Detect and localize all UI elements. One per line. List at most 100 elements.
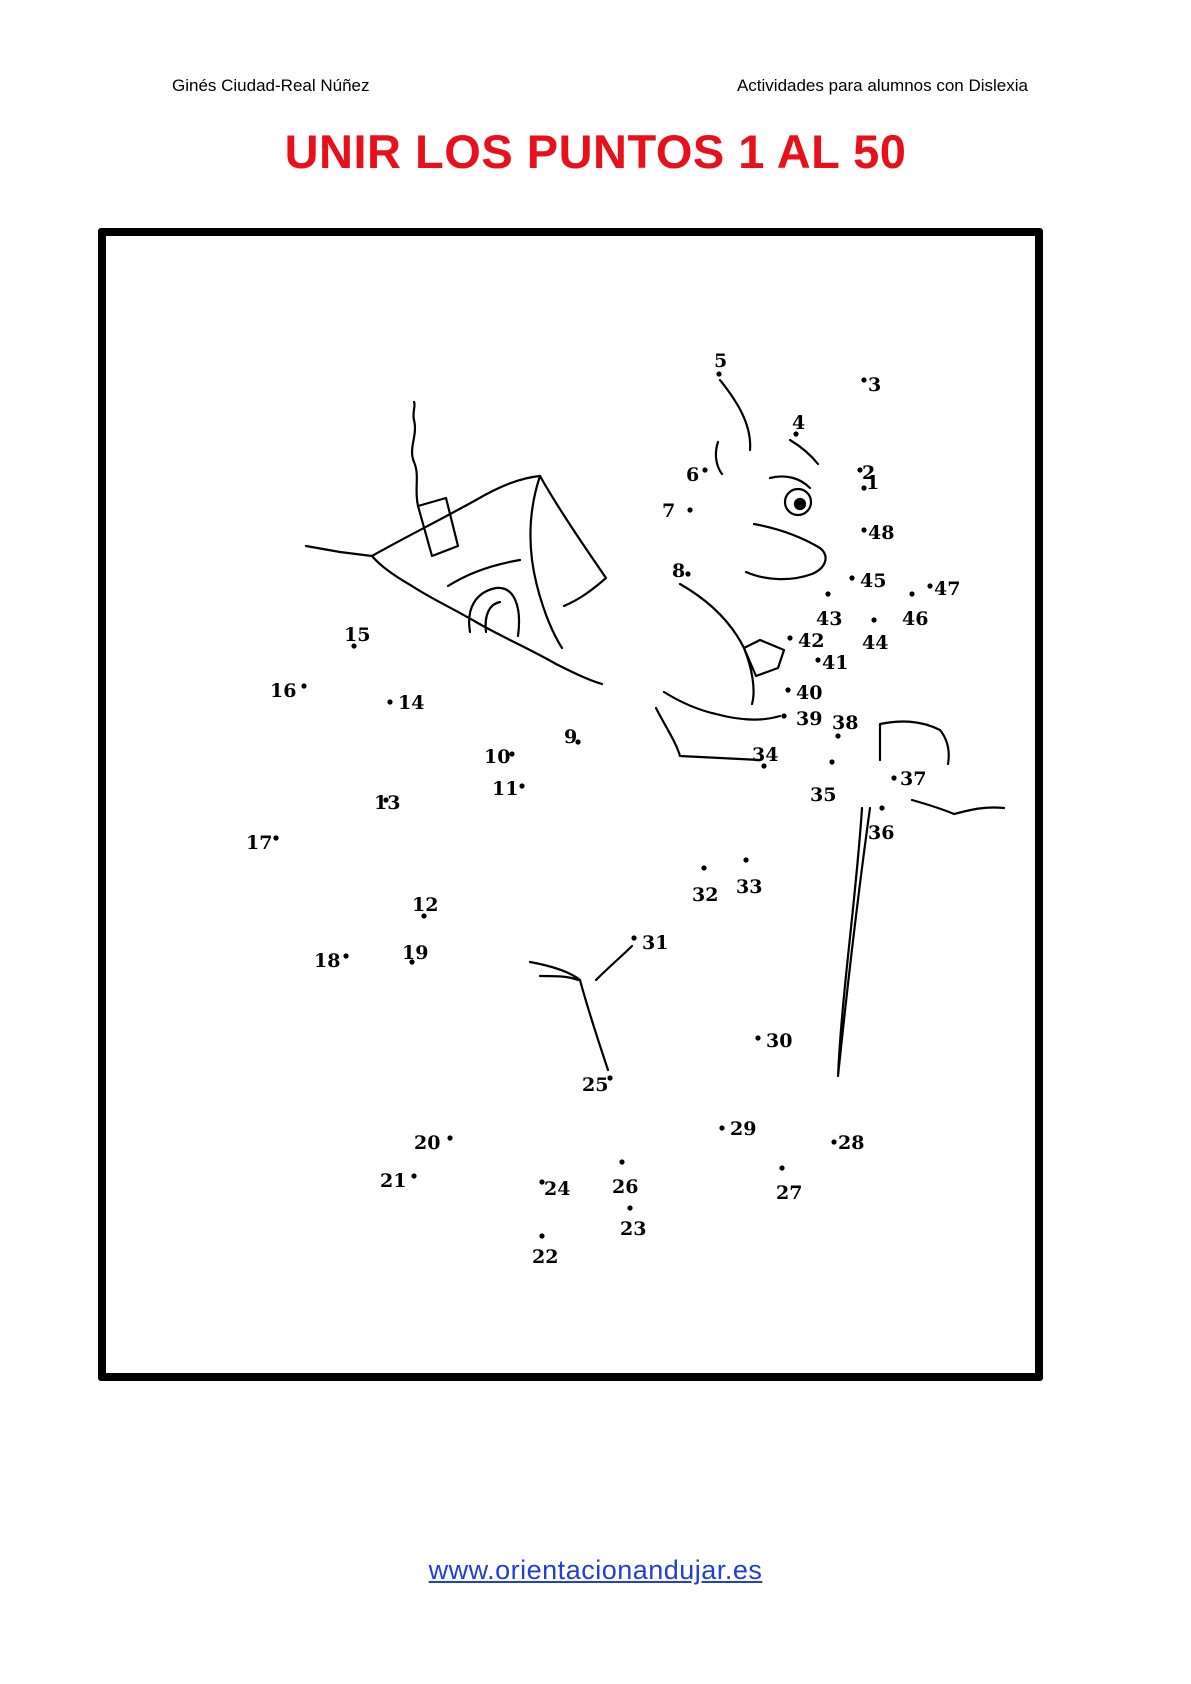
dot-label-46: 46 [902, 608, 928, 630]
dot-label-45: 45 [860, 570, 886, 592]
dot-44 [871, 617, 877, 623]
dot-label-31: 31 [642, 932, 668, 954]
dot-label-48: 48 [868, 522, 894, 544]
dot-label-21: 21 [380, 1170, 406, 1192]
walking-stick [836, 720, 950, 1078]
bird-leg-left [528, 960, 610, 1072]
dot-7 [687, 507, 693, 513]
dot-label-1: 1 [866, 472, 879, 494]
dot-20 [447, 1135, 453, 1141]
dot-label-2: 2 [862, 462, 875, 484]
dot-28 [831, 1139, 837, 1145]
dot-46 [909, 591, 915, 597]
dot-31 [631, 935, 637, 941]
dot-25 [607, 1075, 613, 1081]
dot-34 [761, 763, 767, 769]
dot-label-47: 47 [934, 578, 960, 600]
dot-41 [815, 657, 821, 663]
house-door-line [484, 600, 502, 634]
bird-neck [662, 690, 782, 721]
dot-19 [409, 959, 415, 965]
dot-label-26: 26 [612, 1176, 638, 1198]
drawing-frame [98, 228, 1043, 1381]
dot-label-36: 36 [868, 822, 894, 844]
bird-arm [654, 706, 762, 762]
house-wall [446, 558, 522, 638]
dot-18 [343, 953, 349, 959]
bird-throat [742, 638, 786, 678]
dot-26 [619, 1159, 625, 1165]
dot-11 [519, 783, 525, 789]
dot-label-29: 29 [730, 1118, 756, 1140]
bird-pupil [793, 497, 807, 511]
dot-label-16: 16 [270, 680, 296, 702]
dot-label-6: 6 [686, 464, 699, 486]
dot-23 [627, 1205, 633, 1211]
worksheet-subtitle: Actividades para alumnos con Dislexia [736, 76, 1028, 95]
bird-beak-lower [678, 582, 755, 706]
dot-22 [539, 1233, 545, 1239]
dot-label-19: 19 [402, 942, 428, 964]
dot-30 [755, 1035, 761, 1041]
dot-label-8: 8 [672, 560, 685, 582]
dot-label-44: 44 [862, 632, 888, 654]
dot-label-13: 13 [374, 792, 400, 814]
dot-35 [829, 759, 835, 765]
dot-label-35: 35 [810, 784, 836, 806]
dot-label-32: 32 [692, 884, 718, 906]
dot-40 [785, 687, 791, 693]
dot-4 [793, 431, 799, 437]
page-title: UNIR LOS PUNTOS 1 AL 50 [284, 125, 907, 178]
chimney-smoke [410, 400, 420, 508]
dot-37 [891, 775, 897, 781]
dot-label-23: 23 [620, 1218, 646, 1240]
dot-label-42: 42 [798, 630, 824, 652]
dot-8 [685, 571, 691, 577]
dot-label-24: 24 [544, 1178, 570, 1200]
dot-48 [861, 527, 867, 533]
dot-label-17: 17 [246, 832, 272, 854]
dot-label-15: 15 [344, 624, 370, 646]
dot-label-22: 22 [532, 1246, 558, 1268]
dot-21 [411, 1173, 417, 1179]
dot-42 [787, 635, 793, 641]
dot-label-14: 14 [398, 692, 424, 714]
dot-39 [781, 713, 787, 719]
dot-label-27: 27 [776, 1182, 802, 1204]
dot-2 [857, 467, 863, 473]
dot-label-37: 37 [900, 768, 926, 790]
dot-15 [351, 643, 357, 649]
dot-3 [861, 377, 867, 383]
dot-13 [383, 797, 389, 803]
dot-38 [835, 733, 841, 739]
dot-label-5: 5 [714, 350, 727, 372]
dot-label-11: 11 [492, 778, 518, 800]
dot-10 [509, 751, 515, 757]
dot-1 [861, 485, 867, 491]
dot-29 [719, 1125, 725, 1131]
dot-47 [927, 583, 933, 589]
dot-label-18: 18 [314, 950, 340, 972]
dot-43 [825, 591, 831, 597]
roof-edge [529, 474, 564, 650]
dot-label-38: 38 [832, 712, 858, 734]
house-roof [370, 474, 608, 608]
dot-label-10: 10 [484, 746, 510, 768]
dot-label-20: 20 [414, 1132, 440, 1154]
dot-17 [273, 835, 279, 841]
bird-eyebrow [768, 475, 812, 490]
website-link[interactable]: www.orientacionandujar.es [428, 1555, 763, 1585]
dot-label-40: 40 [796, 682, 822, 704]
dot-label-33: 33 [736, 876, 762, 898]
dot-label-30: 30 [766, 1030, 792, 1052]
dot-label-34: 34 [752, 744, 778, 766]
house-illustration [304, 378, 1006, 1078]
dot-5 [716, 371, 722, 377]
dot-16 [301, 683, 307, 689]
grass-line [910, 798, 1006, 816]
dot-label-41: 41 [822, 652, 848, 674]
dot-label-25: 25 [582, 1074, 608, 1096]
dot-36 [879, 805, 885, 811]
dot-label-4: 4 [792, 412, 805, 434]
